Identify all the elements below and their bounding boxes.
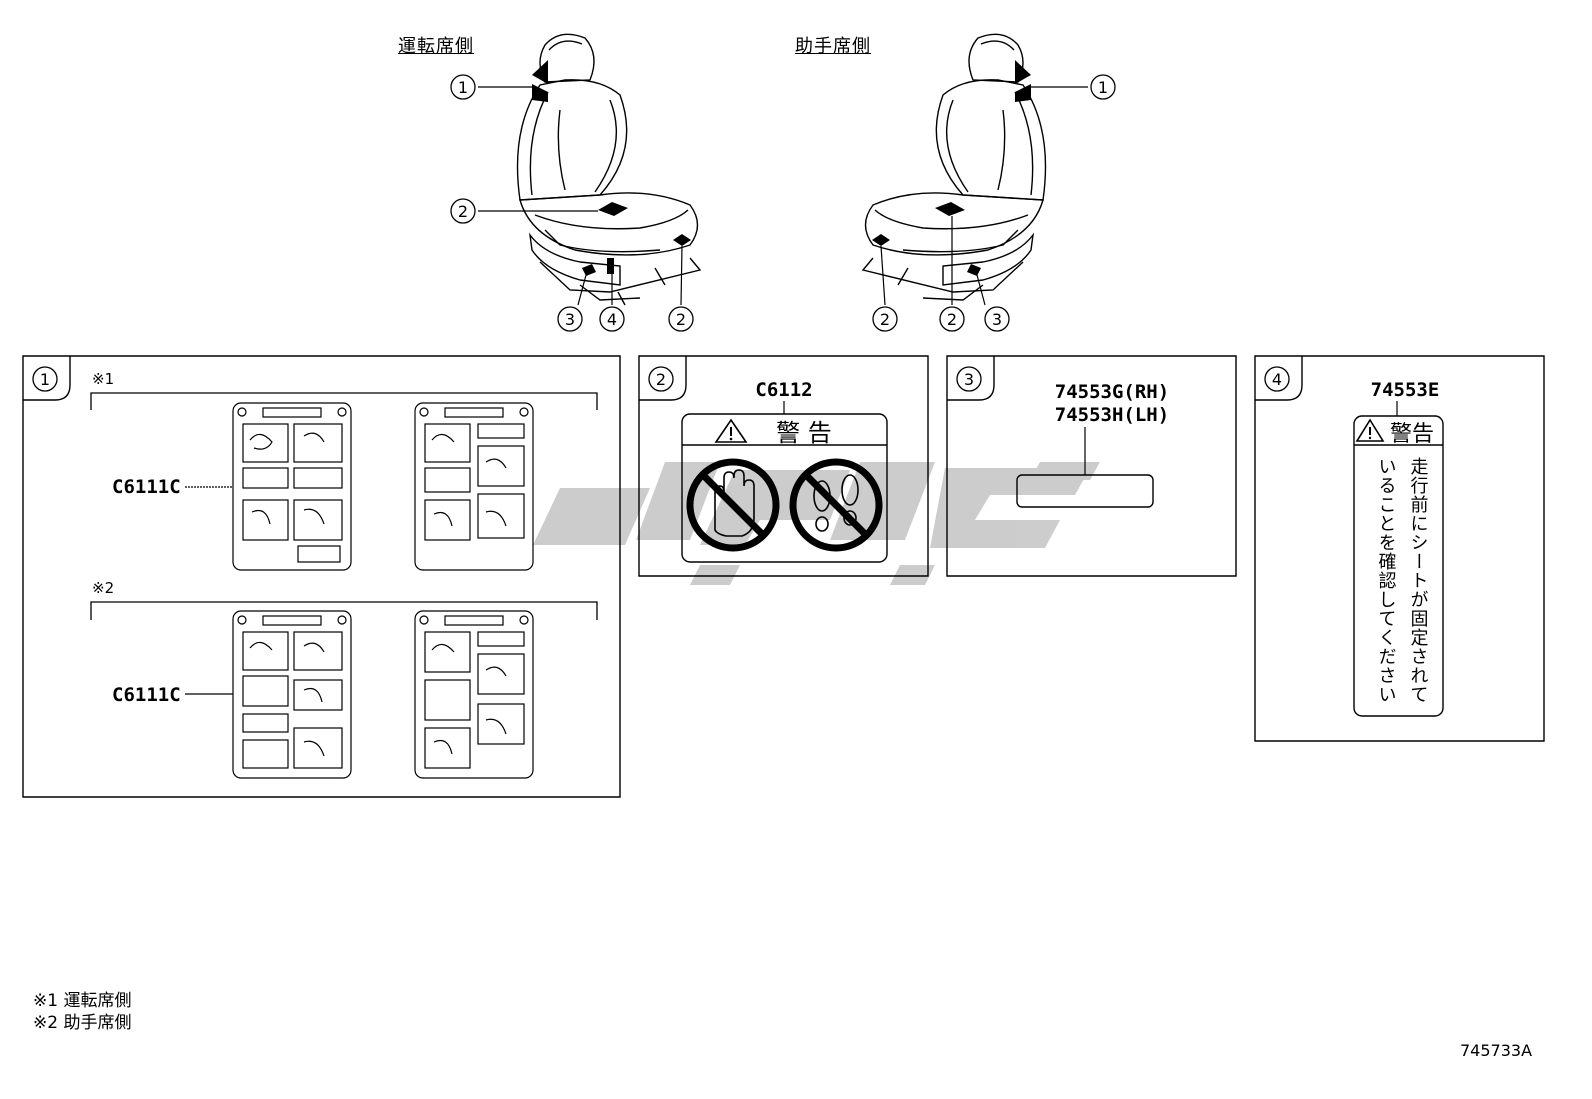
callout-d1: 1 <box>458 78 468 97</box>
panel-1-note2: ※2 <box>92 579 114 597</box>
panel-1-frame <box>22 355 621 798</box>
panel-2-number-circle <box>648 366 674 392</box>
instruction-label-3 <box>232 610 352 779</box>
warning-label-c6112 <box>681 413 888 563</box>
callout-d4: 4 <box>607 310 617 329</box>
passenger-callouts <box>872 74 1116 332</box>
footnote-2: ※2 助手席側 <box>33 1013 132 1033</box>
warning-triangle-icon <box>714 418 748 443</box>
bracket-lower <box>90 601 598 620</box>
passenger-callout-leaders <box>880 86 1088 306</box>
warning-text-col2: いることを確認してください <box>1376 457 1397 704</box>
driver-side-label: 運転席側 <box>398 36 474 57</box>
callout-d2a: 2 <box>458 202 468 221</box>
footnote-1: ※1 運転席側 <box>33 991 132 1011</box>
part-74553h: 74553H(LH) <box>1055 404 1169 426</box>
part-74553g: 74553G(RH) <box>1055 381 1169 403</box>
panel-3-frame <box>946 355 1237 577</box>
panel-4-number: 4 <box>1272 370 1282 389</box>
callout-p2a: 2 <box>880 310 890 329</box>
callout-p2b: 2 <box>947 310 957 329</box>
passenger-side-label: 助手席側 <box>795 36 871 57</box>
no-step-icon <box>789 458 883 552</box>
panel-2-number: 2 <box>656 370 666 389</box>
warning-label-74553e <box>1353 415 1444 717</box>
warning-title-74553e: 警告 <box>1390 422 1434 447</box>
panel-1-number: 1 <box>40 370 50 389</box>
no-hand-icon <box>686 458 780 552</box>
panel-3-number-circle <box>956 366 982 392</box>
callout-d3: 3 <box>565 310 575 329</box>
panel-1-number-circle <box>32 366 58 392</box>
part-c6111c-upper: C6111C <box>112 476 181 498</box>
panel-4-frame <box>1254 355 1545 742</box>
part-c6111c-lower: C6111C <box>112 684 181 706</box>
instruction-label-1 <box>232 402 352 571</box>
driver-callouts <box>450 74 694 332</box>
panel-3-number: 3 <box>964 370 974 389</box>
warning-text-col1: 走行前にシートが固定されて <box>1408 457 1429 704</box>
callout-p3: 3 <box>992 310 1002 329</box>
panel-2-frame <box>638 355 929 577</box>
plate-label-74553g <box>1016 474 1154 508</box>
warning-triangle-icon-2 <box>1355 418 1385 442</box>
instruction-label-4 <box>414 610 534 779</box>
passenger-seat-drawing <box>861 33 1047 301</box>
callout-d2b: 2 <box>676 310 686 329</box>
instruction-label-2 <box>414 402 534 571</box>
driver-seat-label-markers <box>532 60 691 276</box>
part-74553e: 74553E <box>1371 379 1440 401</box>
bracket-upper <box>90 392 598 410</box>
warning-title-c6112: 警 告 <box>776 419 832 447</box>
drawing-number: 745733A <box>1460 1041 1533 1060</box>
part-c6112: C6112 <box>755 379 812 401</box>
panel-1-note1: ※1 <box>92 370 114 388</box>
driver-callout-leaders <box>478 86 683 306</box>
callout-p1: 1 <box>1098 78 1108 97</box>
passenger-seat-label-markers <box>872 60 1031 276</box>
driver-seat-drawing <box>516 33 702 306</box>
panel-4-number-circle <box>1264 366 1290 392</box>
